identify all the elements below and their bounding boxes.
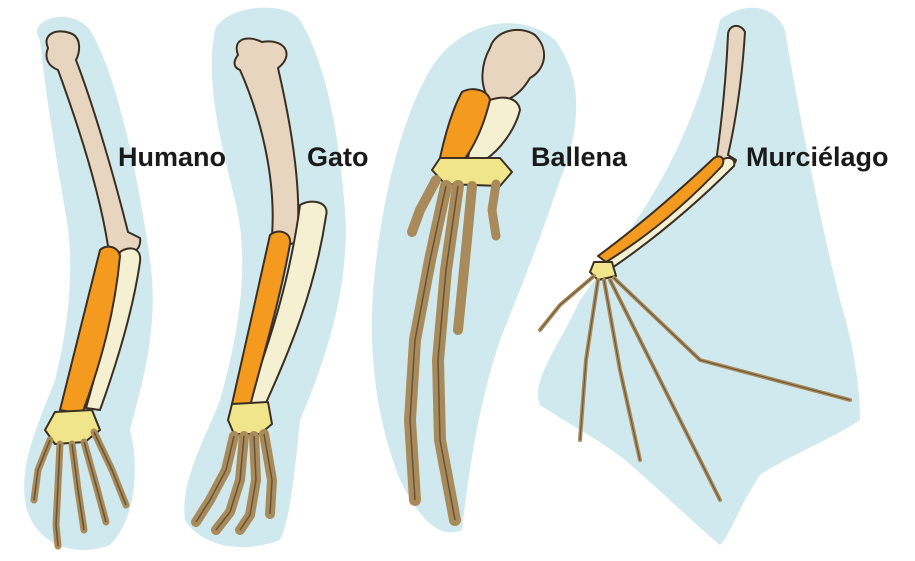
bat-wing-background xyxy=(538,8,860,545)
label-cat: Gato xyxy=(307,144,369,171)
label-whale: Ballena xyxy=(531,144,627,171)
label-bat: Murciélago xyxy=(746,144,889,171)
label-human: Humano xyxy=(118,144,226,171)
